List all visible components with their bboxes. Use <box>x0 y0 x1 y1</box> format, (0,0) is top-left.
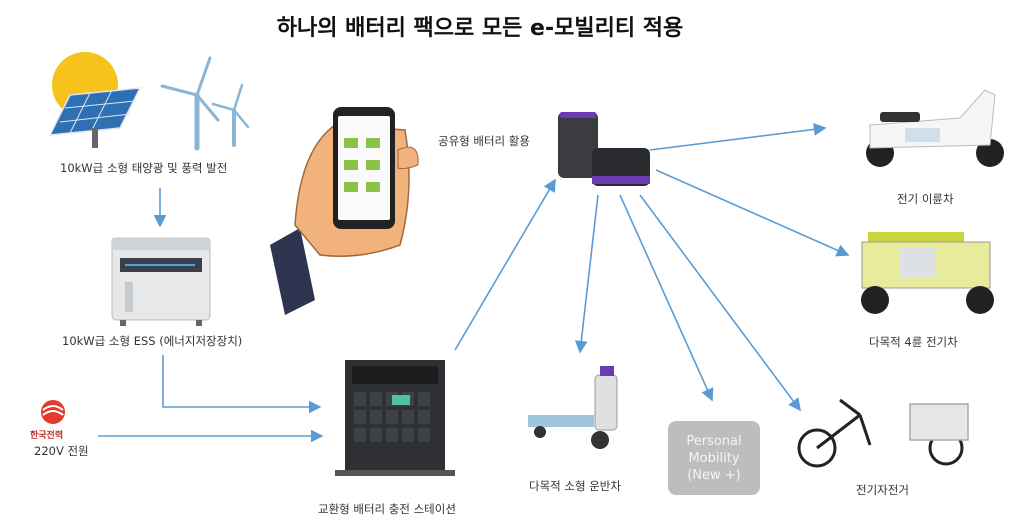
label-station: 교환형 배터리 충전 스테이션 <box>318 502 456 516</box>
utv-illustration <box>861 232 994 314</box>
scooter-illustration <box>866 89 1004 167</box>
arrow-station-to-battery <box>454 178 556 351</box>
label-scooter: 전기 이륜차 <box>897 192 954 206</box>
arrow-ess-to-station <box>162 355 322 414</box>
label-grid: 220V 전원 <box>34 444 89 458</box>
pm-line-1: Personal <box>686 433 742 449</box>
connector-arrows <box>98 123 850 443</box>
battery-station-illustration <box>335 360 455 476</box>
kepco-logo <box>41 400 65 424</box>
phone-in-hand-illustration <box>270 107 419 315</box>
personal-mobility-box: Personal Mobility (New +) <box>668 421 760 495</box>
arrow-battery-to-pm <box>619 194 714 402</box>
wind-turbine-illustration <box>160 56 250 151</box>
label-kepco-logo: 한국전력 <box>30 431 64 441</box>
ess-unit-illustration <box>111 237 211 326</box>
arrow-battery-to-scooter <box>649 123 827 151</box>
solar-panel-illustration <box>48 52 142 148</box>
label-bike: 전기자전거 <box>856 483 909 497</box>
label-cart: 다목적 소형 운반차 <box>529 479 621 493</box>
label-ess: 10kW급 소형 ESS (에너지저장장치) <box>62 334 243 348</box>
battery-pack-illustration <box>558 112 650 186</box>
label-shared-battery: 공유형 배터리 활용 <box>438 134 530 148</box>
diagram-title: 하나의 배터리 팩으로 모든 e-모빌리티 적용 <box>276 16 684 41</box>
pm-line-2: Mobility <box>688 450 740 466</box>
label-solar-wind: 10kW급 소형 태양광 및 풍력 발전 <box>60 161 228 175</box>
label-utv: 다목적 4륜 전기차 <box>869 335 958 349</box>
ebike-illustration <box>797 398 969 468</box>
pm-line-3: (New +) <box>687 467 741 483</box>
arrow-battery-to-utv <box>655 169 850 257</box>
utility-cart-illustration <box>528 366 618 449</box>
arrow-battery-to-cart <box>574 194 599 354</box>
arrow-battery-to-bike <box>639 194 801 412</box>
